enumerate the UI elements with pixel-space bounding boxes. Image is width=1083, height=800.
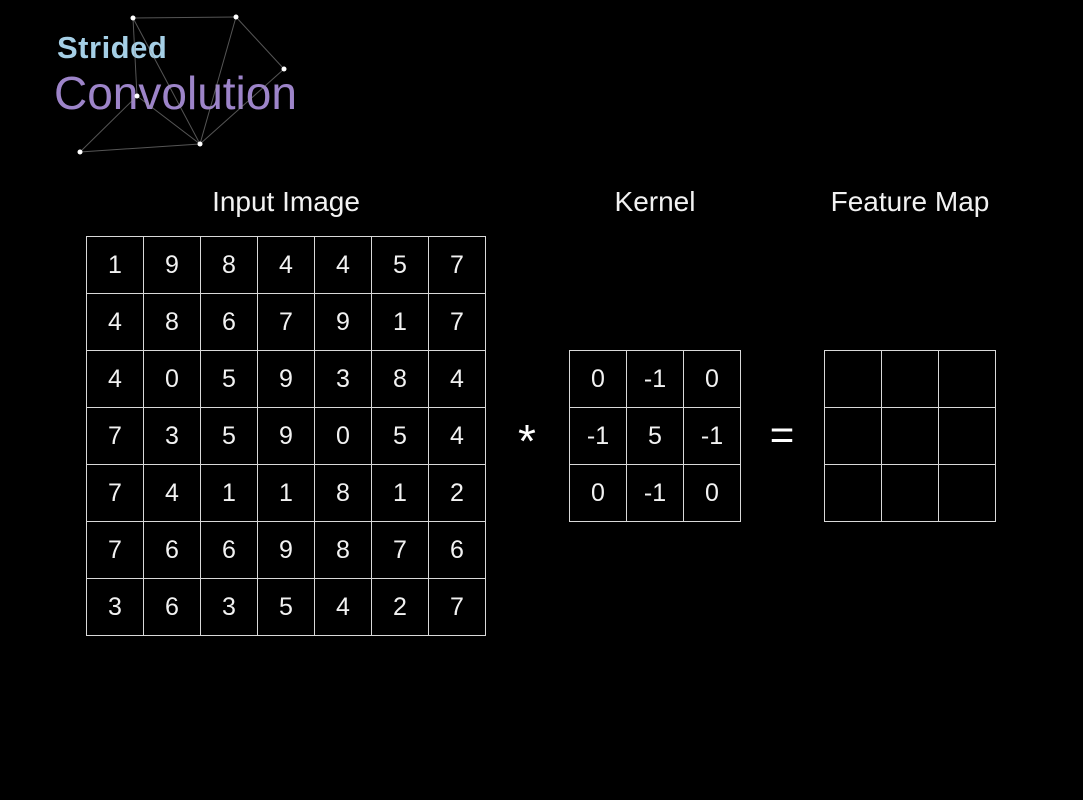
feature-map-cell bbox=[882, 408, 938, 464]
input-image-cell: 5 bbox=[372, 237, 428, 293]
input-image-cell: 5 bbox=[201, 351, 257, 407]
input-image-cell: 5 bbox=[372, 408, 428, 464]
equals-sign: = bbox=[769, 411, 795, 458]
input-image-cell: 7 bbox=[429, 237, 485, 293]
input-image-cell: 8 bbox=[315, 465, 371, 521]
input-image-cell: 8 bbox=[144, 294, 200, 350]
input-image-cell: 6 bbox=[144, 522, 200, 578]
feature-map-cell bbox=[939, 351, 995, 407]
feature-map-cell bbox=[882, 351, 938, 407]
input-image-cell: 8 bbox=[315, 522, 371, 578]
input-image-cell: 7 bbox=[372, 522, 428, 578]
convolution-operator: * bbox=[518, 415, 536, 467]
input-image-cell: 9 bbox=[144, 237, 200, 293]
input-image-label: Input Image bbox=[212, 186, 360, 217]
input-image-cell: 7 bbox=[429, 294, 485, 350]
input-image-cell: 7 bbox=[87, 408, 143, 464]
kernel-cell: 0 bbox=[684, 465, 740, 521]
input-image-cell: 7 bbox=[87, 522, 143, 578]
input-image-cell: 9 bbox=[315, 294, 371, 350]
kernel-cell: -1 bbox=[627, 351, 683, 407]
title-strided: Strided bbox=[57, 30, 168, 65]
kernel-cell: 5 bbox=[627, 408, 683, 464]
input-image-cell: 9 bbox=[258, 522, 314, 578]
kernel-cell: 0 bbox=[684, 351, 740, 407]
feature-map-label: Feature Map bbox=[830, 186, 990, 217]
kernel-label: Kernel bbox=[614, 186, 696, 217]
input-image-cell: 6 bbox=[201, 522, 257, 578]
input-image-cell: 6 bbox=[429, 522, 485, 578]
input-image-cell: 7 bbox=[429, 579, 485, 635]
input-image-cell: 6 bbox=[201, 294, 257, 350]
input-image-cell: 2 bbox=[429, 465, 485, 521]
input-image-cell: 3 bbox=[315, 351, 371, 407]
input-image-cell: 0 bbox=[315, 408, 371, 464]
kernel-cell: -1 bbox=[570, 408, 626, 464]
input-image-cell: 4 bbox=[258, 237, 314, 293]
input-image-cell: 0 bbox=[144, 351, 200, 407]
input-image-cell: 4 bbox=[144, 465, 200, 521]
input-image-cell: 1 bbox=[258, 465, 314, 521]
input-image-cell: 7 bbox=[258, 294, 314, 350]
title-convolution: Convolution bbox=[54, 67, 297, 119]
kernel-cell: 0 bbox=[570, 465, 626, 521]
input-image-cell: 1 bbox=[372, 294, 428, 350]
input-image-cell: 4 bbox=[87, 294, 143, 350]
input-image-cell: 3 bbox=[144, 408, 200, 464]
feature-map-grid bbox=[824, 350, 996, 522]
input-image-cell: 8 bbox=[201, 237, 257, 293]
kernel-cell: -1 bbox=[684, 408, 740, 464]
input-image-cell: 4 bbox=[429, 408, 485, 464]
kernel-cell: -1 bbox=[627, 465, 683, 521]
kernel-cell: 0 bbox=[570, 351, 626, 407]
input-image-cell: 3 bbox=[201, 579, 257, 635]
input-image-cell: 9 bbox=[258, 351, 314, 407]
feature-map-cell bbox=[939, 408, 995, 464]
input-image-cell: 4 bbox=[429, 351, 485, 407]
feature-map-cell bbox=[825, 465, 881, 521]
input-image-cell: 3 bbox=[87, 579, 143, 635]
input-image-cell: 4 bbox=[315, 579, 371, 635]
input-image-cell: 1 bbox=[372, 465, 428, 521]
feature-map-cell bbox=[882, 465, 938, 521]
feature-map-cell bbox=[825, 408, 881, 464]
input-image-cell: 8 bbox=[372, 351, 428, 407]
input-image-cell: 5 bbox=[258, 579, 314, 635]
input-image-cell: 4 bbox=[315, 237, 371, 293]
feature-map-cell bbox=[825, 351, 881, 407]
input-image-cell: 1 bbox=[201, 465, 257, 521]
input-image-cell: 2 bbox=[372, 579, 428, 635]
input-image-cell: 1 bbox=[87, 237, 143, 293]
input-image-cell: 7 bbox=[87, 465, 143, 521]
input-image-cell: 6 bbox=[144, 579, 200, 635]
input-image-cell: 4 bbox=[87, 351, 143, 407]
input-image-cell: 9 bbox=[258, 408, 314, 464]
feature-map-cell bbox=[939, 465, 995, 521]
input-image-cell: 5 bbox=[201, 408, 257, 464]
